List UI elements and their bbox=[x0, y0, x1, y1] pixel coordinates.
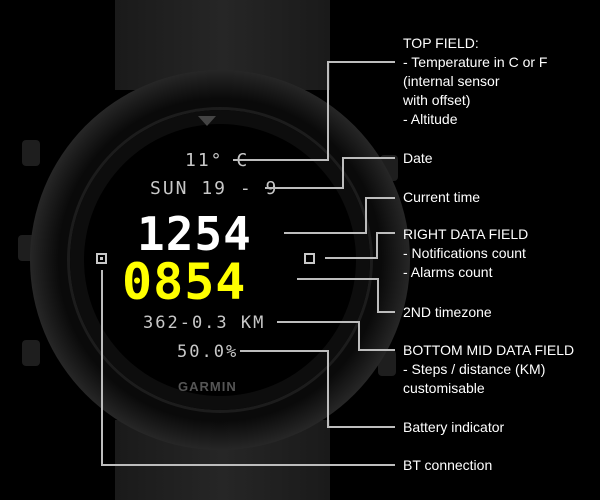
bezel-marker-icon bbox=[198, 116, 216, 126]
leader-line-top-field bbox=[233, 61, 395, 161]
notification-icon bbox=[304, 253, 315, 264]
garmin-logo: GARMIN bbox=[178, 379, 237, 394]
leader-line-battery bbox=[240, 350, 395, 428]
time-value: 1254 bbox=[137, 207, 252, 261]
date-value: SUN 19 - 9 bbox=[150, 178, 279, 199]
bt-connection-icon bbox=[96, 253, 107, 264]
leader-line-bt bbox=[101, 270, 395, 466]
steps-distance-value: 362-0.3 KM bbox=[143, 313, 266, 333]
label-bt: BT connection bbox=[403, 457, 493, 473]
label-right-data-field: RIGHT DATA FIELD - Notifications count -… bbox=[403, 226, 529, 280]
leader-line-2nd-timezone bbox=[297, 278, 395, 313]
label-date: Date bbox=[403, 150, 433, 166]
label-bottom-mid-field: BOTTOM MID DATA FIELD - Steps / distance… bbox=[403, 342, 575, 396]
leader-line-date bbox=[265, 157, 395, 189]
label-top-field: TOP FIELD: - Temperature in C or F (inte… bbox=[403, 35, 548, 127]
watch-button bbox=[22, 140, 40, 166]
leader-line-time bbox=[284, 197, 395, 234]
second-timezone-value: 0854 bbox=[122, 253, 247, 311]
leader-line-bottom-mid bbox=[277, 321, 395, 351]
label-battery: Battery indicator bbox=[403, 419, 505, 435]
watch-button bbox=[22, 340, 40, 366]
label-second-timezone: 2ND timezone bbox=[403, 304, 492, 320]
temperature-value: 11° C bbox=[185, 150, 250, 171]
leader-line-right-field bbox=[325, 232, 395, 259]
battery-value: 50.0% bbox=[177, 342, 239, 362]
label-current-time: Current time bbox=[403, 189, 481, 205]
